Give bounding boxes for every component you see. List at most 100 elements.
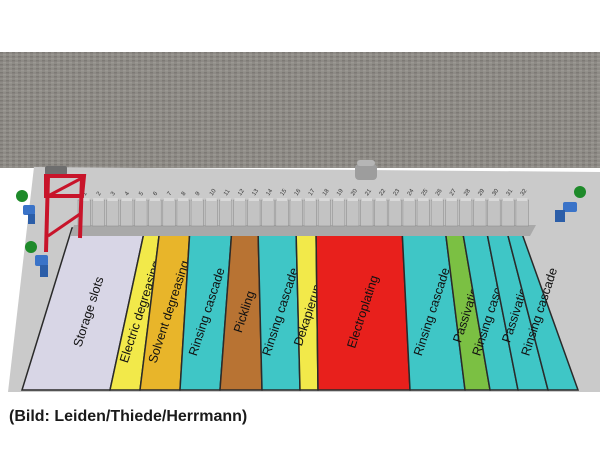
- tank: [204, 199, 219, 227]
- tank: [402, 199, 416, 227]
- tank-rim: [516, 198, 528, 201]
- tank-number: 14: [265, 188, 274, 197]
- tank-number: 8: [181, 190, 188, 197]
- tank-rim: [347, 198, 358, 201]
- tank: [275, 199, 289, 227]
- tank: [261, 199, 275, 227]
- tank-number: 22: [378, 188, 387, 197]
- crane: [44, 166, 87, 253]
- tank-number: 7: [167, 190, 174, 197]
- tank-number: 4: [124, 190, 131, 197]
- tank: [374, 199, 388, 227]
- tank: [515, 199, 529, 227]
- tank-number: 20: [350, 188, 359, 197]
- hoist: [355, 160, 377, 180]
- back-wall: [0, 52, 600, 168]
- tank: [233, 199, 247, 227]
- tank-number: 1: [82, 190, 89, 197]
- tank-rim: [446, 198, 457, 201]
- tank-number: 28: [463, 188, 472, 197]
- operator-right: [555, 186, 586, 222]
- tank-rim: [474, 198, 486, 201]
- tank-number: 27: [449, 188, 458, 197]
- tank: [120, 199, 134, 227]
- tank-rim: [121, 198, 132, 201]
- tank: [360, 199, 374, 227]
- tank-rim: [234, 198, 245, 201]
- tank-number: 17: [308, 188, 317, 197]
- tank-rim: [488, 198, 500, 201]
- tank-number: 10: [209, 188, 218, 197]
- tank-rim: [305, 198, 316, 201]
- tank: [289, 199, 303, 227]
- tank-rim: [502, 198, 514, 201]
- tank: [134, 199, 148, 227]
- tank-rim: [333, 198, 344, 201]
- operator-left-top: [16, 190, 35, 224]
- tank: [176, 199, 190, 227]
- tank-rim: [319, 198, 330, 201]
- tank-rim: [276, 198, 288, 201]
- tank-rim: [248, 198, 260, 201]
- tank-rim: [107, 198, 118, 201]
- tank: [162, 199, 176, 227]
- tank-number: 25: [421, 188, 430, 197]
- tank-number: 29: [477, 188, 486, 197]
- tank-number: 16: [294, 188, 303, 197]
- tank: [303, 199, 317, 227]
- tank-number: 6: [152, 190, 159, 197]
- tank-number: 24: [407, 188, 416, 197]
- tank-number: 5: [138, 190, 145, 197]
- tank-number: 30: [491, 188, 500, 197]
- tank-rim: [93, 198, 104, 201]
- tank-rim: [177, 198, 189, 201]
- tank: [459, 199, 473, 227]
- tank: [247, 199, 261, 227]
- tank: [388, 199, 402, 227]
- tank-rim: [262, 198, 274, 201]
- tank-number: 12: [237, 188, 246, 197]
- image-credit: (Bild: Leiden/Thiede/Herrmann): [9, 408, 248, 425]
- tank-rim: [460, 198, 471, 201]
- tank-rim: [403, 198, 415, 201]
- tank-rim: [149, 198, 161, 201]
- tank: [430, 199, 445, 227]
- tank-number: 23: [393, 188, 402, 197]
- tank-rim: [418, 198, 429, 201]
- tank-rim: [220, 198, 231, 201]
- tank-number: 26: [435, 188, 444, 197]
- tank: [331, 199, 346, 227]
- tank-number: 13: [251, 188, 260, 197]
- tank: [317, 199, 332, 227]
- tank: [416, 199, 430, 227]
- tank-number: 11: [223, 188, 232, 197]
- tank-rim: [290, 198, 302, 201]
- tank-rim: [79, 198, 90, 201]
- tank-number: 3: [110, 190, 117, 197]
- tank-rim: [432, 198, 443, 201]
- tank-base: [70, 225, 536, 236]
- tank: [148, 199, 162, 227]
- tank-rim: [389, 198, 401, 201]
- tank-rim: [206, 198, 217, 201]
- tank: [105, 199, 120, 227]
- tank-number: 15: [280, 188, 289, 197]
- tank-rim: [163, 198, 175, 201]
- tank-number: 31: [506, 188, 515, 197]
- tank-number: 21: [364, 188, 373, 197]
- tank: [91, 199, 106, 227]
- tank-number: 19: [336, 188, 345, 197]
- tank-number: 9: [195, 190, 202, 197]
- operator-left-bottom: [25, 241, 48, 277]
- tank-rim: [375, 198, 387, 201]
- tank: [218, 199, 233, 227]
- tank: [501, 199, 515, 227]
- tank: [190, 199, 204, 227]
- tank-rim: [135, 198, 147, 201]
- tank-rim: [361, 198, 373, 201]
- tank: [346, 199, 360, 227]
- tank: [473, 199, 487, 227]
- tank-rim: [192, 198, 203, 201]
